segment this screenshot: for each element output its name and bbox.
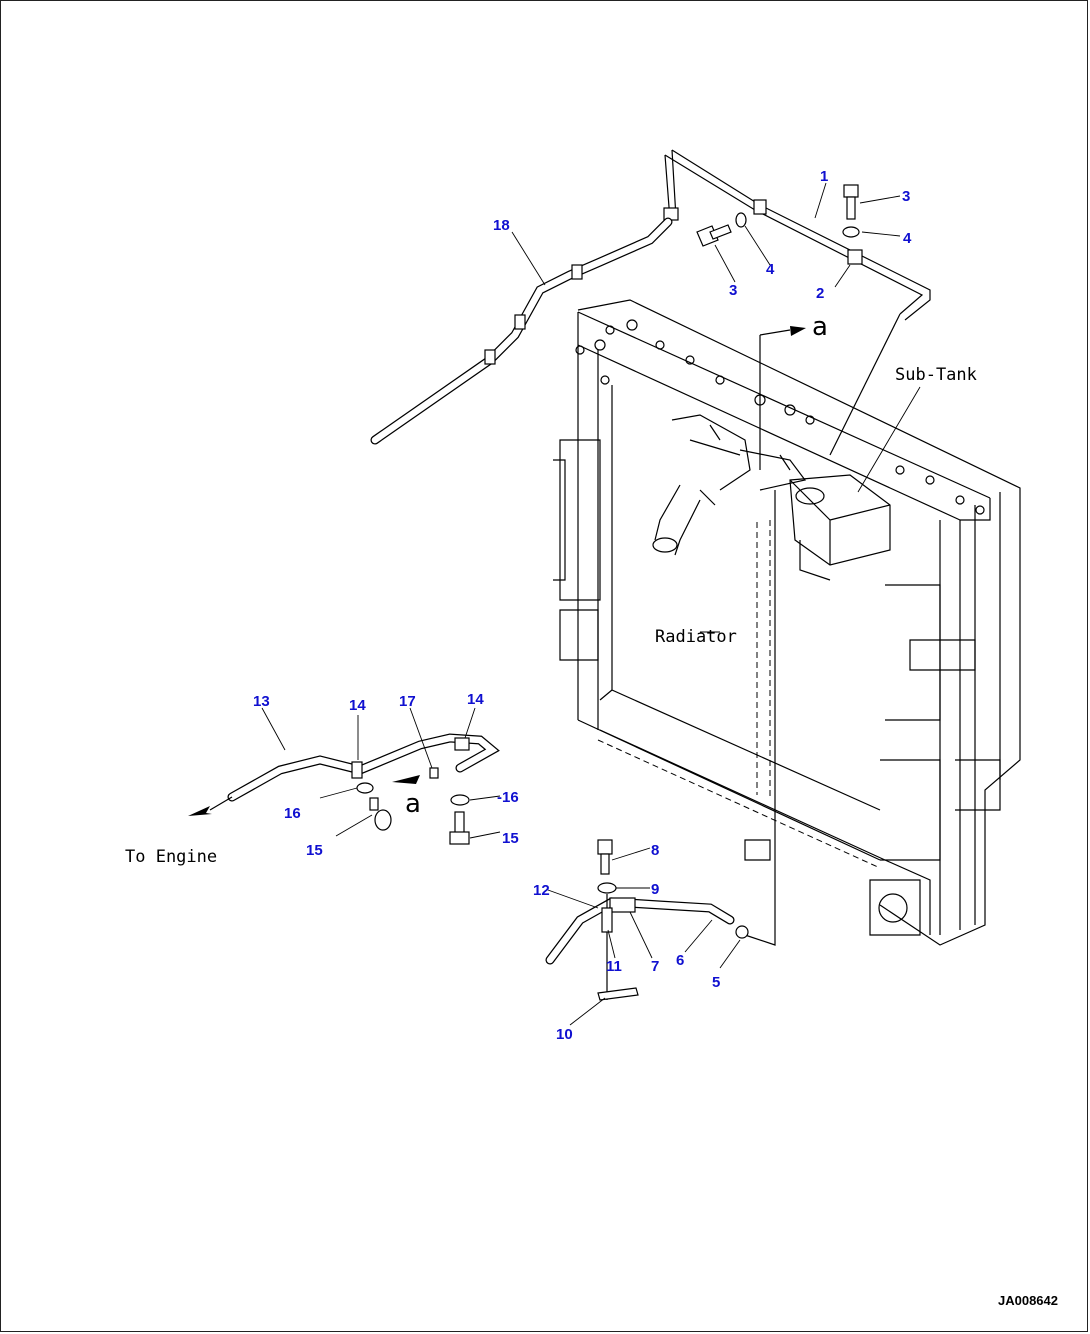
to-engine-arrow (188, 806, 212, 816)
callout-2: 2 (816, 285, 824, 302)
callout-17: 17 (399, 693, 416, 710)
bolt-8-head (597, 839, 613, 855)
bolt-3-left (696, 212, 747, 247)
pipe-1 (663, 149, 931, 456)
lower-left-leaders (261, 707, 501, 839)
connector-5 (735, 925, 749, 939)
callout-13: 13 (253, 693, 270, 710)
callout-4-right: 4 (903, 230, 912, 247)
radiator-assembly (553, 299, 1021, 946)
callouts: 1 2 3 3 4 4 5 6 7 8 9 10 11 12 13 14 14 … (253, 168, 912, 1043)
washer-9 (597, 882, 617, 894)
callout-3-left: 3 (729, 282, 737, 299)
callout-16-right: -16 (497, 789, 519, 806)
callout-18: 18 (493, 217, 510, 234)
bolt-8-shank (600, 853, 610, 875)
hose-clamp (484, 349, 496, 365)
reference-a-bottom-label: a (405, 789, 421, 819)
callout-16-left: 16 (284, 805, 301, 822)
callout-3-right: 3 (902, 188, 910, 205)
callout-15-left: 15 (306, 842, 323, 859)
bolt-10 (597, 987, 639, 1001)
hose-clamp (571, 264, 583, 280)
arrow-a-bottom (392, 775, 420, 784)
top-tank-bolts (575, 319, 985, 515)
sub-tank (789, 474, 891, 581)
callout-4-left: 4 (766, 261, 775, 278)
lower-mid-leaders (547, 847, 741, 1026)
callout-10: 10 (556, 1026, 573, 1043)
callout-8: 8 (651, 842, 659, 859)
clip-11 (601, 907, 613, 933)
connector-17 (429, 767, 439, 779)
hose-13 (188, 733, 500, 816)
document-id: JA008642 (998, 1293, 1058, 1308)
callout-6: 6 (676, 952, 684, 969)
callout-7: 7 (651, 958, 659, 975)
callout-14-right: 14 (467, 691, 484, 708)
callout-9: 9 (651, 881, 659, 898)
callout-12: 12 (533, 882, 550, 899)
to-engine-label: To Engine (125, 847, 217, 867)
callout-15-right: 15 (502, 830, 519, 847)
reference-a-top-label: a (812, 312, 828, 342)
hose-clamp (514, 314, 526, 330)
clamp-14-right (454, 737, 470, 751)
bolt-3-right (842, 184, 860, 238)
callout-11: 11 (606, 958, 622, 975)
callout-5: 5 (712, 974, 720, 991)
diagram-labels: Sub-Tank Radiator To Engine a a (125, 312, 977, 867)
callout-1: 1 (820, 168, 828, 185)
radiator-label: Radiator (655, 627, 737, 647)
clamp-14-left (351, 761, 363, 779)
upper-leader-lines (511, 182, 921, 633)
reference-a-top (744, 326, 806, 946)
sub-tank-label: Sub-Tank (895, 365, 977, 385)
clamp-7 (609, 897, 636, 913)
callout-14-left: 14 (349, 697, 366, 714)
hose-18 (370, 217, 673, 445)
clip-2 (847, 249, 863, 265)
fasteners-15-16 (356, 782, 470, 845)
hose-6 (545, 839, 749, 1001)
clip-mid (753, 199, 767, 215)
